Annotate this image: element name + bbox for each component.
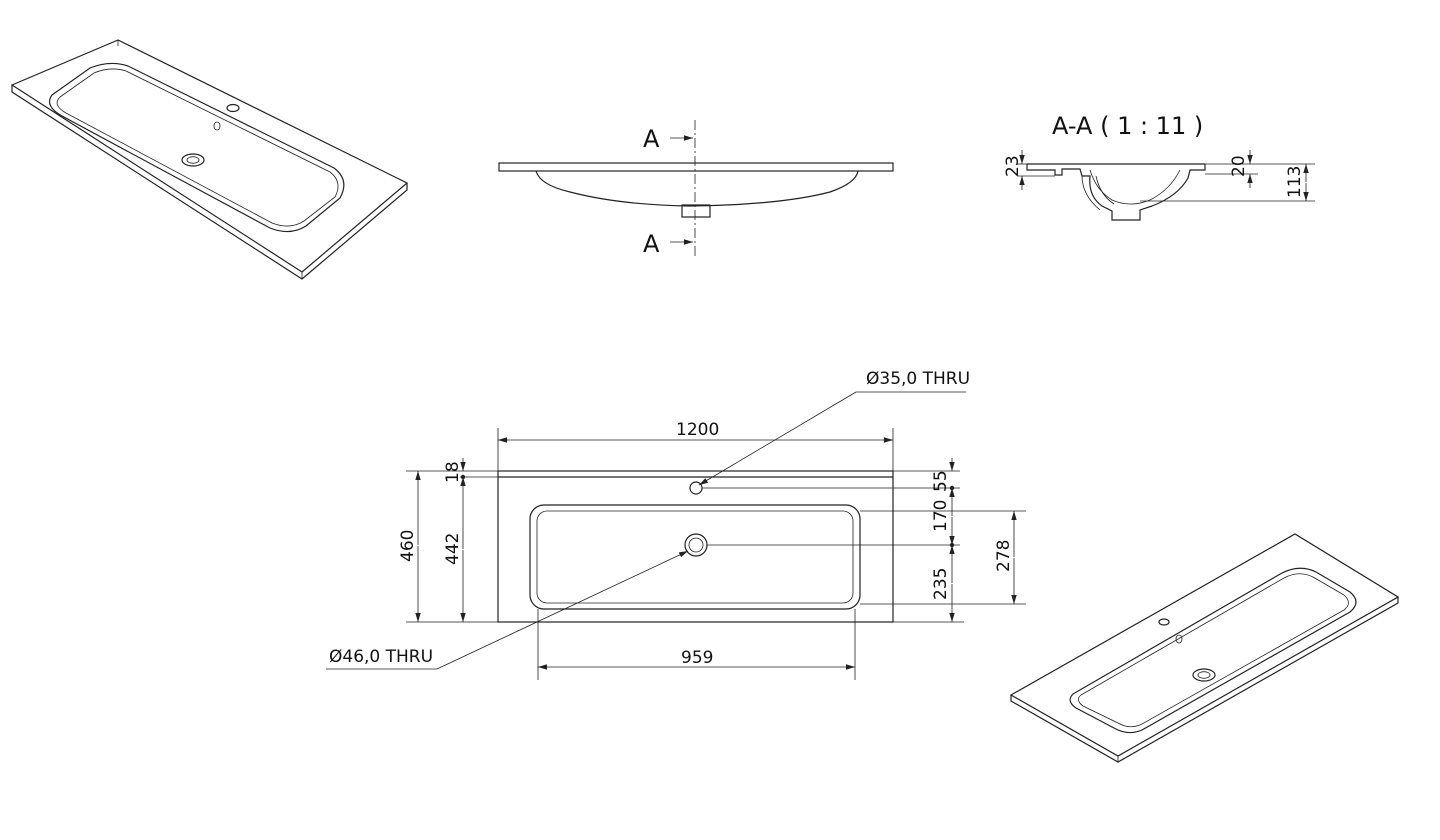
dim-113: 113 <box>1285 166 1305 198</box>
section-marker-top: A <box>643 125 660 153</box>
drain-hole-note: Ø46,0 THRU <box>329 647 433 667</box>
dim-442: 442 <box>443 533 463 565</box>
dim-1200: 1200 <box>676 420 719 440</box>
section-marker-bottom: A <box>643 230 660 258</box>
dim-55: 55 <box>931 470 951 492</box>
drain-icon <box>181 153 205 167</box>
dim-235: 235 <box>931 568 951 600</box>
dim-460: 460 <box>398 530 418 562</box>
section-view-a-a: A-A ( 1 : 11 ) 23 20 113 <box>1003 112 1315 221</box>
top-view: 1200 959 460 442 18 55 170 235 <box>326 369 1026 680</box>
dim-18: 18 <box>443 461 463 483</box>
dim-959: 959 <box>681 648 713 668</box>
dim-278: 278 <box>994 540 1014 572</box>
drain-icon <box>684 533 708 557</box>
dim-23: 23 <box>1003 155 1023 177</box>
front-view: A A <box>498 120 894 258</box>
drain-icon <box>1192 668 1216 682</box>
tap-hole-icon <box>689 481 703 495</box>
isometric-view-bottom-right <box>1009 533 1400 763</box>
dim-20: 20 <box>1229 155 1249 177</box>
tap-hole-icon <box>226 103 240 113</box>
section-title: A-A ( 1 : 11 ) <box>1052 112 1203 140</box>
tap-hole-note: Ø35,0 THRU <box>866 369 970 389</box>
isometric-view-top-left <box>10 39 409 280</box>
tap-hole-icon <box>1158 618 1170 626</box>
dim-170: 170 <box>931 500 951 532</box>
